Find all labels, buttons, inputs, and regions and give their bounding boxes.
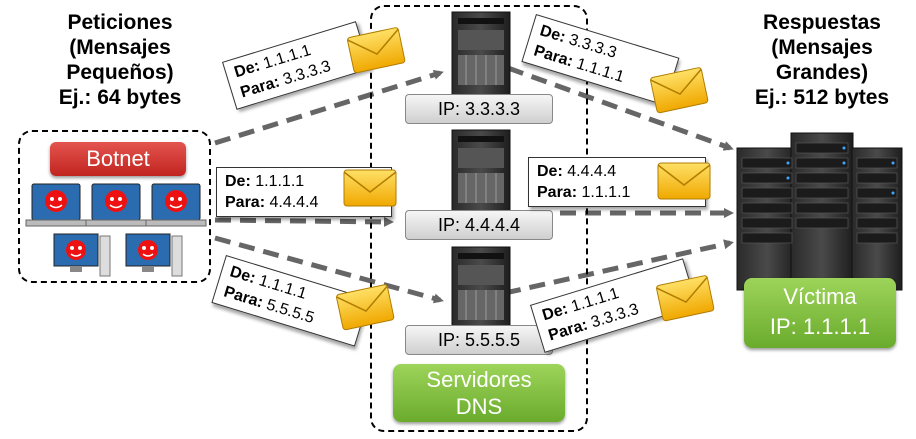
- laptop-icon: [25, 183, 87, 227]
- responses-heading: Respuestas (Mensajes Grandes) Ej.: 512 b…: [732, 10, 912, 110]
- devil-face-icon: [66, 240, 86, 260]
- dns-servers-label: Servidores DNS: [393, 364, 565, 422]
- server-ip-label: IP: 3.3.3.3: [405, 94, 553, 124]
- laptop-icon: [145, 183, 207, 227]
- server-tower-icon: [451, 129, 511, 217]
- victim-label-line2: IP: 1.1.1.1: [769, 314, 871, 339]
- server-rack-icon: [736, 132, 903, 294]
- responses-heading-line3: Grandes): [775, 61, 869, 84]
- devil-face-icon: [105, 190, 127, 212]
- to-label: Para:: [537, 184, 578, 201]
- request-message-2: De: 1.1.1.1 Para: 4.4.4.4: [216, 167, 392, 217]
- botnet-group: [18, 130, 211, 283]
- victim-label-line1: Víctima: [783, 284, 857, 309]
- victim-label: Víctima IP: 1.1.1.1: [744, 278, 896, 348]
- to-label: Para:: [225, 194, 266, 211]
- desktop-icon: [125, 233, 183, 277]
- devil-face-icon: [165, 190, 187, 212]
- server-tower-icon: [451, 11, 511, 101]
- from-value: 1.1.1.1: [255, 173, 305, 190]
- server-ip-label: IP: 5.5.5.5: [405, 325, 553, 355]
- botnet-label: Botnet: [50, 142, 186, 176]
- requests-heading-line3: Pequeños): [66, 61, 174, 84]
- devil-face-icon: [45, 190, 67, 212]
- request-arrow-1: [214, 70, 444, 146]
- to-value: 1.1.1.1: [581, 184, 631, 201]
- from-label: De:: [537, 163, 563, 180]
- from-value: 4.4.4.4: [567, 163, 617, 180]
- requests-heading-line1: Peticiones: [67, 11, 173, 34]
- requests-heading-line2: (Mensajes: [69, 36, 171, 59]
- dns-label-line2: DNS: [455, 394, 503, 419]
- dns-servers-group: [370, 5, 588, 432]
- request-arrow-3: [214, 235, 444, 304]
- response-message-2: De: 4.4.4.4 Para: 1.1.1.1: [528, 157, 706, 207]
- requests-heading: Peticiones (Mensajes Pequeños) Ej.: 64 b…: [30, 10, 210, 110]
- to-value: 4.4.4.4: [269, 194, 319, 211]
- server-tower-icon: [451, 246, 511, 332]
- laptop-icon: [85, 183, 147, 227]
- from-label: De:: [225, 173, 251, 190]
- desktop-icon: [53, 233, 111, 277]
- response-arrow-3: [504, 239, 734, 296]
- responses-heading-line4: Ej.: 512 bytes: [754, 86, 890, 109]
- devil-face-icon: [138, 240, 158, 260]
- server-ip-label: IP: 4.4.4.4: [405, 210, 553, 240]
- requests-heading-line4: Ej.: 64 bytes: [58, 86, 182, 109]
- responses-heading-line2: (Mensajes: [771, 36, 873, 59]
- responses-heading-line1: Respuestas: [763, 11, 881, 34]
- request-arrow-2: [214, 216, 394, 227]
- response-arrow-1: [507, 65, 734, 151]
- dns-label-line1: Servidores: [426, 367, 532, 392]
